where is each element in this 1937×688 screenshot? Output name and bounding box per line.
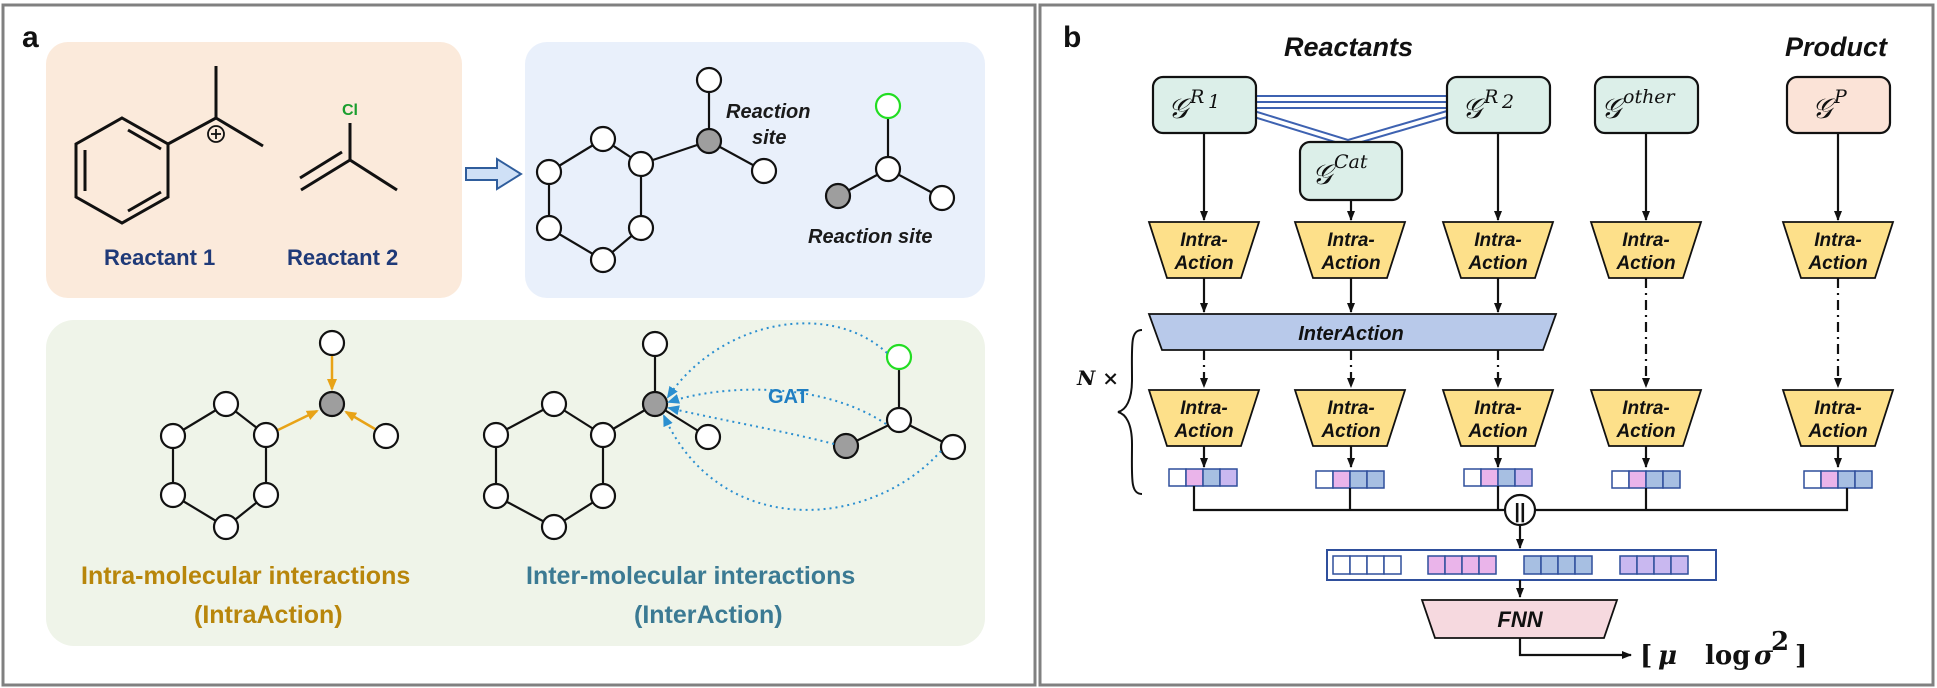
embed-product — [1803, 470, 1873, 489]
intra-other-l2: Action — [1615, 253, 1675, 274]
intra-cat-l2: Action — [1320, 253, 1380, 274]
fnn-label: FNN — [1497, 607, 1543, 632]
fnn-block — [1420, 599, 1619, 639]
reactant-2-structure — [299, 123, 398, 192]
intra-r2-l2: Action — [1467, 253, 1527, 274]
row1-to-inter-arrows — [1200, 278, 1502, 313]
interaction-block — [1147, 313, 1558, 351]
intra-r1-l1: Intra- — [1180, 230, 1228, 251]
repeat-arrows — [1200, 278, 1842, 388]
intra2-cat-l2: Action — [1320, 421, 1380, 442]
gat-label: GAT — [768, 386, 809, 408]
intra2-r2-l2: Action — [1467, 421, 1527, 442]
reactant-1-label: Reactant 1 — [104, 245, 215, 270]
reaction-site-label-1b: site — [752, 127, 786, 149]
intra-row-2-labels: Intra- Action Intra- Action Intra- Actio… — [1173, 398, 1867, 442]
reactants-header: Reactants — [1284, 32, 1413, 62]
interaction-label: InterAction — [1298, 323, 1404, 345]
intra2-p-l1: Intra- — [1814, 398, 1862, 419]
embed-r2 — [1463, 468, 1533, 487]
intra2-cat-l1: Intra- — [1327, 398, 1375, 419]
reactant-2-label: Reactant 2 — [287, 245, 398, 270]
concat-vector — [1332, 555, 1689, 575]
intra-row-1-labels: Intra- Action Intra- Action Intra- Actio… — [1173, 230, 1867, 274]
graph-r1-sub: 1 — [1208, 91, 1220, 113]
panel-b: b Reactants Product 𝒢 R 1 𝒢 R 2 𝒢 Cat — [1038, 3, 1935, 687]
intra-title: Intra-molecular interactions — [81, 562, 410, 590]
intra-arrows — [277, 356, 376, 432]
intra-row-1 — [1147, 221, 1895, 279]
reactant-1-structure — [74, 66, 264, 225]
graph-2 — [824, 92, 956, 212]
output-exp: 2 — [1771, 627, 1789, 657]
intra2-r2-l1: Intra- — [1474, 398, 1522, 419]
intra-p-l2: Action — [1807, 253, 1867, 274]
graph-1 — [535, 66, 778, 274]
graph-cat-sup: Cat — [1334, 151, 1368, 173]
intra2-r1-l2: Action — [1173, 421, 1233, 442]
reactants-box — [46, 42, 462, 298]
embed-other — [1611, 470, 1681, 489]
concat-symbol: || — [1514, 501, 1525, 523]
output-expression: [ μ log σ 2 ] — [1640, 627, 1807, 671]
panel-b-letter: b — [1063, 21, 1081, 54]
panel-a-letter: a — [22, 21, 39, 54]
intra2-p-l2: Action — [1807, 421, 1867, 442]
intra-p-l1: Intra- — [1814, 230, 1862, 251]
panel-a: a Cl Reactant 1 Reactant 2 — [1, 3, 1037, 687]
concat-bus — [1192, 486, 1849, 549]
graph-r2-sup: R — [1483, 86, 1498, 108]
output-open: [ — [1640, 641, 1652, 671]
output-close: ] — [1795, 641, 1807, 671]
output-arrow — [1518, 638, 1632, 659]
intra-graph — [159, 329, 400, 541]
interactions-box — [46, 320, 985, 646]
graph-r1-sup: R — [1189, 86, 1204, 108]
intra-row-2 — [1147, 389, 1895, 447]
input-arrows — [1200, 133, 1842, 221]
intra2-other-l1: Intra- — [1622, 398, 1670, 419]
chlorine-label: Cl — [342, 102, 358, 119]
output-mu: μ — [1658, 641, 1677, 671]
graph-other: 𝒢 other — [1593, 75, 1700, 135]
inter-title: Inter-molecular interactions — [526, 562, 855, 590]
graph-cat: 𝒢 Cat — [1298, 140, 1404, 202]
output-log: log — [1705, 641, 1750, 671]
intra-cat-l1: Intra- — [1327, 230, 1375, 251]
graph-r2: 𝒢 R 2 — [1445, 75, 1552, 135]
transform-arrow-icon — [465, 157, 523, 191]
graph-other-sup: other — [1623, 86, 1677, 108]
reaction-site-label-1a: Reaction — [726, 101, 810, 123]
inter-subtitle: (InterAction) — [634, 601, 783, 629]
intra2-other-l2: Action — [1615, 421, 1675, 442]
graph-r2-sub: 2 — [1501, 91, 1514, 113]
graph-product-sup: P — [1833, 86, 1848, 108]
intra2-r1-l1: Intra- — [1180, 398, 1228, 419]
embed-cat — [1315, 470, 1385, 489]
embedding-vectors — [1168, 468, 1873, 489]
graph-links — [1253, 95, 1448, 148]
embed-arrows — [1200, 446, 1842, 468]
intra-other-l1: Intra- — [1622, 230, 1670, 251]
concat-icon — [1503, 493, 1537, 527]
intra-r2-l1: Intra- — [1474, 230, 1522, 251]
inter-graph — [482, 330, 967, 541]
graph-product: 𝒢 P — [1785, 75, 1892, 135]
inter-attention-arrows — [663, 322, 942, 511]
intra-r1-l2: Action — [1173, 253, 1233, 274]
intra-subtitle: (IntraAction) — [194, 601, 343, 629]
repeat-brace — [1117, 329, 1143, 495]
reaction-site-label-2: Reaction site — [808, 226, 932, 248]
product-header: Product — [1785, 32, 1888, 62]
repeat-label: N × — [1076, 366, 1119, 390]
embed-r1 — [1168, 468, 1238, 487]
graph-r1: 𝒢 R 1 — [1151, 75, 1258, 135]
output-sigma: σ — [1754, 641, 1774, 671]
